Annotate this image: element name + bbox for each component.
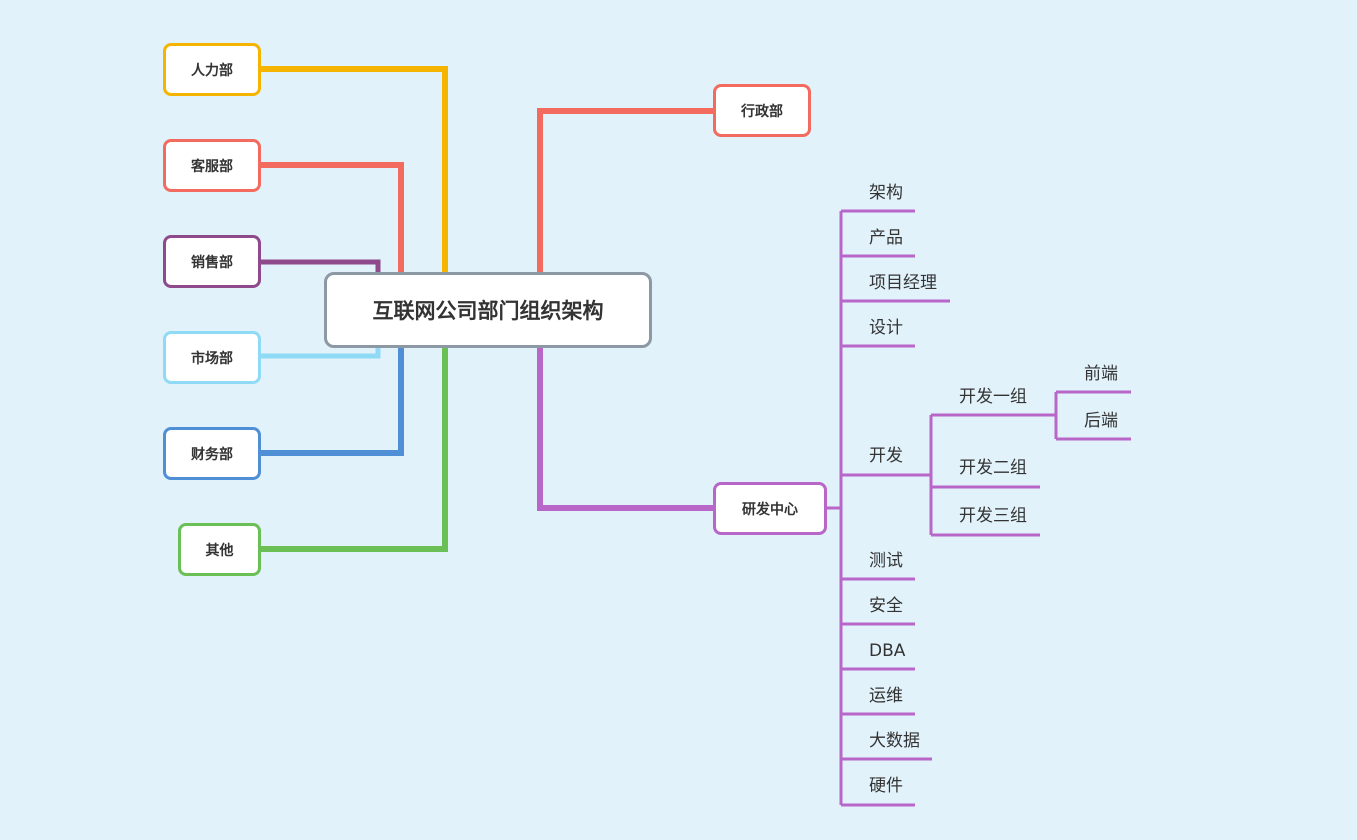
node-admin[interactable]: 行政部	[713, 84, 811, 137]
connector-service	[259, 162, 404, 274]
leaf-dev-group3[interactable]: 开发三组	[959, 506, 1027, 526]
leaf-product[interactable]: 产品	[869, 228, 903, 248]
node-finance[interactable]: 财务部	[163, 427, 261, 480]
leaf-backend[interactable]: 后端	[1084, 411, 1118, 431]
node-marketing[interactable]: 市场部	[163, 331, 261, 384]
connector-finance	[259, 346, 404, 456]
connector-other	[259, 346, 448, 552]
connector-hr	[259, 66, 448, 274]
leaf-frontend[interactable]: 前端	[1084, 364, 1118, 384]
node-sales[interactable]: 销售部	[163, 235, 261, 288]
root-topic[interactable]: 互联网公司部门组织架构	[324, 272, 652, 348]
connector-rd	[537, 346, 716, 511]
leaf-hardware[interactable]: 硬件	[869, 776, 903, 796]
node-service[interactable]: 客服部	[163, 139, 261, 192]
node-rd[interactable]: 研发中心	[713, 482, 827, 535]
connector-admin	[537, 108, 716, 274]
leaf-dev-group1[interactable]: 开发一组	[959, 387, 1027, 407]
connector-marketing	[259, 346, 381, 359]
connector-sales	[259, 259, 381, 274]
leaf-ops[interactable]: 运维	[869, 686, 903, 706]
leaf-design[interactable]: 设计	[869, 318, 903, 338]
node-hr[interactable]: 人力部	[163, 43, 261, 96]
leaf-bigdata[interactable]: 大数据	[869, 731, 920, 751]
node-other[interactable]: 其他	[178, 523, 261, 576]
leaf-dev[interactable]: 开发	[869, 446, 903, 466]
leaf-arch[interactable]: 架构	[869, 183, 903, 203]
leaf-test[interactable]: 测试	[869, 551, 903, 571]
leaf-pm[interactable]: 项目经理	[869, 273, 937, 293]
leaf-dba[interactable]: DBA	[869, 641, 906, 661]
leaf-security[interactable]: 安全	[869, 596, 903, 616]
leaf-dev-group2[interactable]: 开发二组	[959, 458, 1027, 478]
